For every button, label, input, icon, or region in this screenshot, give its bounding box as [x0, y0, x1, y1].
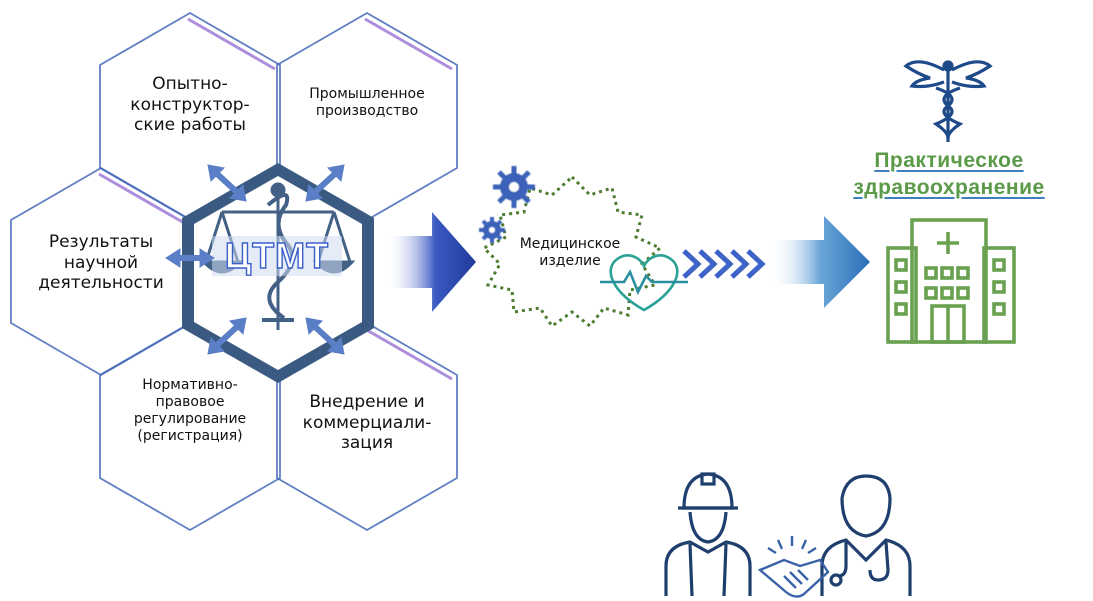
label-industrial-production: Промышленное производство: [309, 86, 425, 120]
heart-pulse-icon: [600, 254, 688, 312]
double-arrow-top-right: [305, 164, 345, 202]
double-arrow-left: [165, 248, 215, 268]
label-experimental-design: Опытно- конструктор- ские работы: [130, 74, 250, 136]
label-research-results: Результаты научной деятельности: [38, 232, 164, 294]
label-regulation: Нормативно- правовое регулирование (реги…: [133, 377, 247, 445]
hospital-icon: [886, 218, 1016, 344]
connector-arrows: [165, 164, 345, 355]
double-arrow-bottom-left: [207, 317, 247, 355]
healthcare-title: Практическое здравоохранение: [853, 149, 1045, 199]
arrow-to-healthcare: [770, 216, 870, 308]
label-medical-device: Медицинское изделие: [519, 236, 621, 270]
double-arrow-bottom-right: [305, 317, 345, 355]
chevron-arrows: [682, 249, 766, 279]
doctor-icon: [820, 474, 912, 596]
center-label: ЦТМТ: [225, 235, 329, 276]
device-burst: [481, 174, 663, 329]
handshake-icon: [757, 536, 830, 598]
double-arrow-top-left: [207, 164, 247, 202]
label-commercialization: Внедрение и коммерциали- зация: [302, 392, 432, 454]
caduceus-icon: [903, 60, 993, 142]
arrow-to-device: [386, 212, 476, 312]
gear-icon: [479, 166, 535, 243]
engineer-icon: [664, 472, 752, 597]
